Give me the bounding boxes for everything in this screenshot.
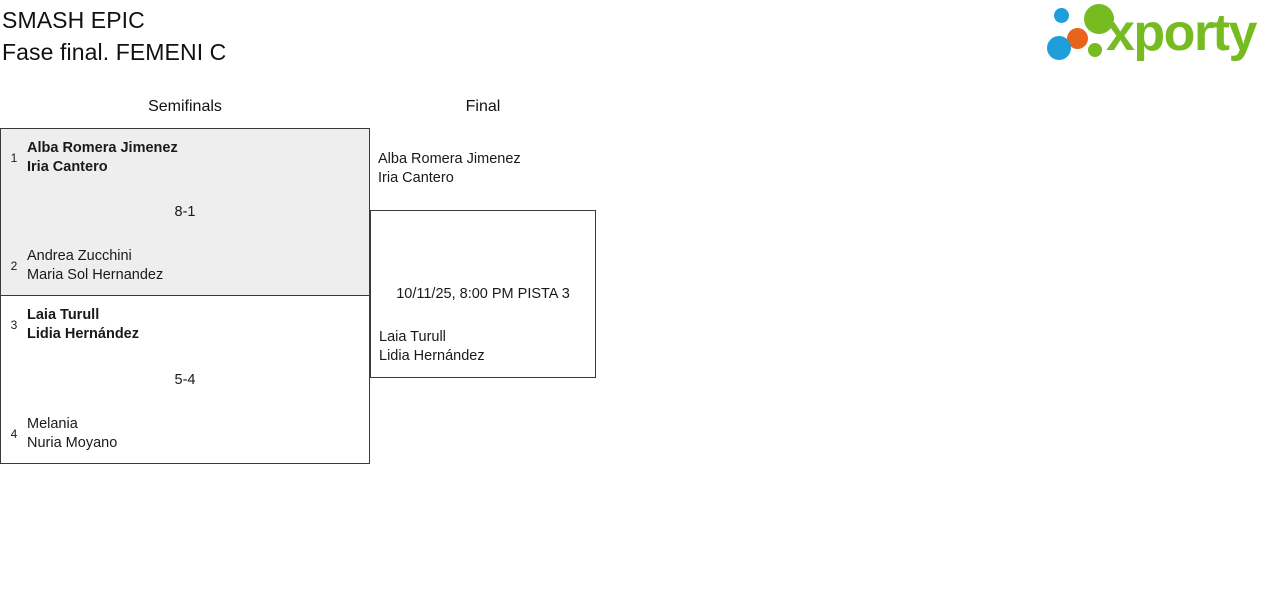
seed-number: 2: [10, 259, 18, 273]
round-header-final: Final: [465, 98, 501, 115]
player-name: Nuria Moyano: [27, 435, 118, 451]
player-name: Melania: [27, 416, 78, 432]
team-players: Melania Nuria Moyano: [27, 415, 117, 453]
logo-dots-icon: [1046, 2, 1114, 64]
dot-orange-icon: [1067, 28, 1088, 49]
round-header-semifinals: Semifinals: [148, 98, 222, 115]
final-team-bottom[interactable]: Laia Turull Lidia Hernández: [379, 328, 485, 366]
match-score: 5-4: [174, 371, 196, 388]
match-team-bottom[interactable]: 4 Melania Nuria Moyano: [1, 415, 369, 453]
player-name: Iria Cantero: [27, 159, 108, 175]
dot-green-small-icon: [1088, 43, 1102, 57]
player-name: Alba Romera Jimenez: [27, 140, 178, 156]
match-card-semifinal-1[interactable]: 1 Alba Romera Jimenez Iria Cantero 8-1 2…: [0, 128, 370, 296]
dot-green-large-icon: [1084, 4, 1114, 34]
seed-number: 3: [10, 318, 18, 332]
player-name: Maria Sol Hernandez: [27, 267, 164, 283]
match-schedule: 10/11/25, 8:00 PM PISTA 3: [396, 286, 570, 302]
match-team-bottom[interactable]: 2 Andrea Zucchini Maria Sol Hernandez: [1, 247, 369, 285]
player-name: Laia Turull: [379, 329, 446, 345]
player-name: Alba Romera Jimenez: [378, 151, 521, 167]
round-column-final: Alba Romera Jimenez Iria Cantero 10/11/2…: [370, 128, 596, 463]
dot-blue-large-icon: [1047, 36, 1071, 60]
seed-number: 1: [10, 151, 18, 165]
match-team-top[interactable]: 1 Alba Romera Jimenez Iria Cantero: [1, 139, 369, 177]
player-name: Lidia Hernández: [27, 326, 139, 342]
final-team-top[interactable]: Alba Romera Jimenez Iria Cantero: [378, 150, 521, 188]
team-players: Laia Turull Lidia Hernández: [27, 306, 139, 344]
team-players: Andrea Zucchini Maria Sol Hernandez: [27, 247, 163, 285]
tournament-subtitle: Fase final. FEMENI C: [2, 39, 227, 65]
round-column-semifinals: 1 Alba Romera Jimenez Iria Cantero 8-1 2…: [0, 128, 370, 464]
logo-wordmark: xporty: [1106, 4, 1257, 62]
match-card-semifinal-2[interactable]: 3 Laia Turull Lidia Hernández 5-4 4 Mela…: [0, 296, 370, 464]
team-players: Alba Romera Jimenez Iria Cantero: [27, 139, 178, 177]
match-score: 8-1: [174, 204, 196, 220]
seed-number: 4: [10, 427, 18, 441]
player-name: Laia Turull: [27, 307, 100, 323]
match-team-top[interactable]: 3 Laia Turull Lidia Hernández: [1, 306, 369, 344]
match-card-final[interactable]: 10/11/25, 8:00 PM PISTA 3 Laia Turull Li…: [370, 210, 596, 378]
xporty-logo[interactable]: xporty: [1046, 2, 1272, 64]
player-name: Iria Cantero: [378, 170, 454, 186]
player-name: Andrea Zucchini: [27, 248, 132, 264]
tournament-header: SMASH EPIC Fase final. FEMENI C: [0, 0, 226, 68]
player-name: Lidia Hernández: [379, 348, 485, 364]
tournament-title: SMASH EPIC: [2, 7, 145, 33]
dot-blue-small-icon: [1054, 8, 1069, 23]
